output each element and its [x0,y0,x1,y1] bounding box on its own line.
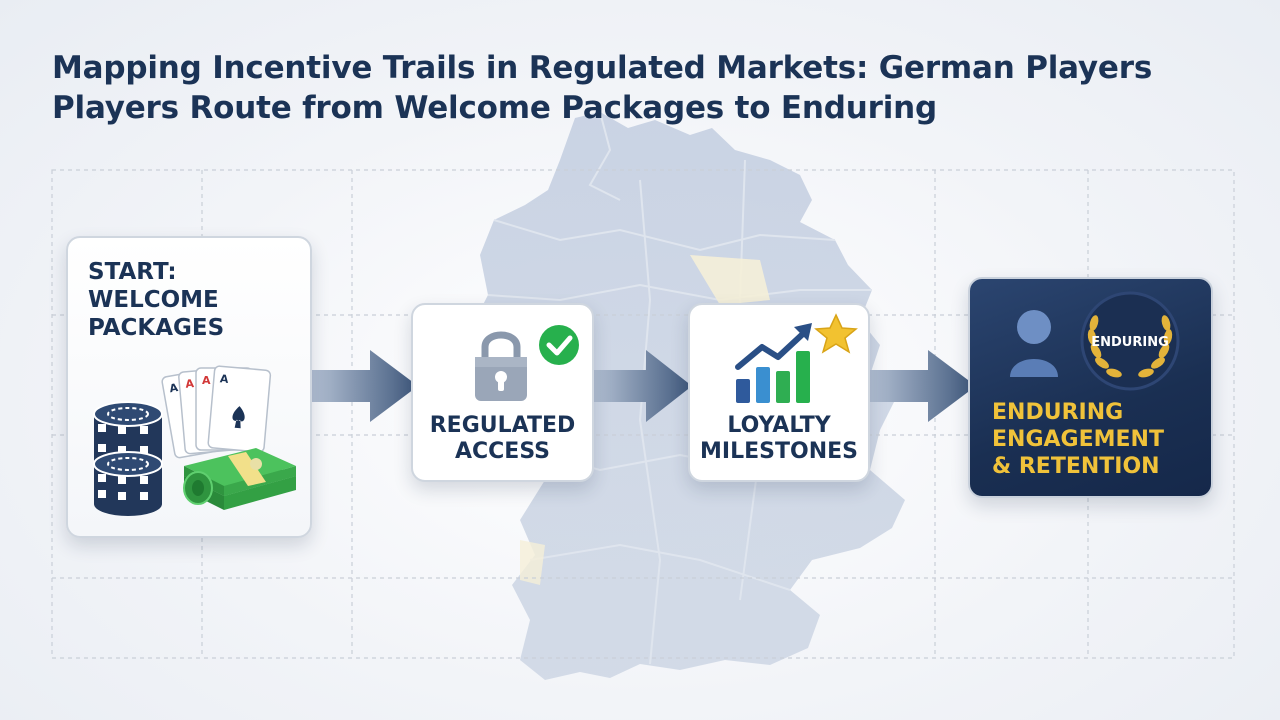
step-loyalty-card: LOYALTY MILESTONES [688,303,870,482]
step-loyalty-line-1: LOYALTY [727,413,831,438]
title-line-2: Players Route from Welcome Packages to E… [52,90,938,126]
step-regulated-label: REGULATED ACCESS [413,413,592,465]
arrow-start-to-regulated [312,350,418,422]
svg-text:A: A [185,377,195,391]
page-title: Mapping Incentive Trails in Regulated Ma… [52,48,1232,128]
step-regulated-line-1: REGULATED [429,413,576,438]
poker-chips-icon [93,401,163,516]
cash-stack-icon [183,448,296,510]
step-enduring-card: ENDURING ENDURING ENGAGEMENT & RETENTION [968,277,1213,498]
step-start-label: START: WELCOME PACKAGES [88,258,298,342]
laurel-badge-icon: ENDURING [1080,291,1180,391]
step-start-card: START: WELCOME PACKAGES [66,236,312,538]
enduring-icons: ENDURING [1010,291,1180,391]
svg-text:A: A [168,381,179,395]
enduring-badge-text: ENDURING [1091,335,1169,350]
step-enduring-line-2: ENGAGEMENT [992,427,1164,452]
step-regulated-line-2: ACCESS [454,439,551,464]
step-regulated-card: REGULATED ACCESS [411,303,594,482]
step-start-line-1: START: [88,259,177,285]
step-loyalty-line-2: MILESTONES [700,439,858,464]
regulated-icons [475,325,579,401]
step-enduring-line-3: & RETENTION [992,454,1160,479]
step-loyalty-label: LOYALTY MILESTONES [690,413,868,465]
arrow-loyalty-to-enduring [870,350,976,422]
check-badge-icon [539,325,579,365]
padlock-icon [475,331,527,401]
growth-chart-icon [735,323,812,403]
star-icon [814,313,858,354]
svg-text:A: A [219,372,229,386]
user-icon [1010,310,1058,377]
step-start-line-2: WELCOME [88,287,219,313]
welcome-package-illustration: A A A A [93,365,296,516]
title-line-1: Mapping Incentive Trails in Regulated Ma… [52,50,1153,86]
loyalty-icons [735,313,858,403]
svg-text:A: A [202,374,211,387]
playing-cards-icon: A A A A [161,365,272,459]
step-enduring-line-1: ENDURING [992,400,1124,425]
arrow-regulated-to-loyalty [594,350,692,422]
step-enduring-label: ENDURING ENGAGEMENT & RETENTION [992,399,1202,480]
step-start-line-3: PACKAGES [88,315,225,341]
